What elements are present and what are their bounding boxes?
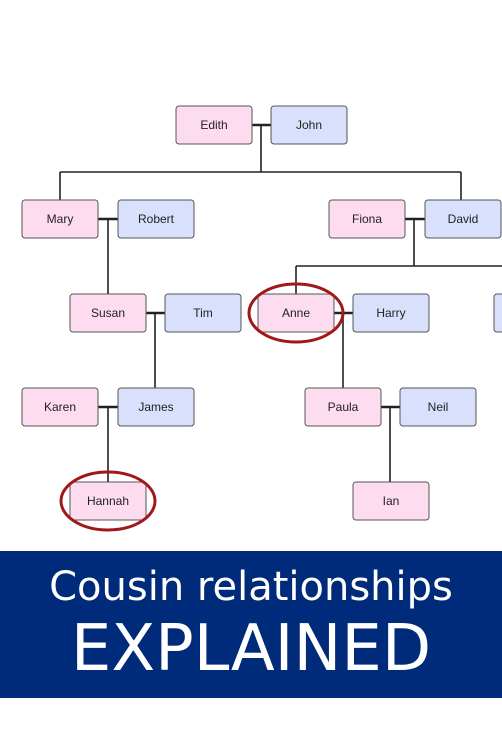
person-box-bg-mary bbox=[21, 199, 99, 239]
person-box-bg-fiona bbox=[328, 199, 406, 239]
person-name-anne: Anne bbox=[282, 306, 310, 320]
highlight-circles bbox=[59, 282, 345, 532]
person-box-bg-john bbox=[270, 105, 348, 145]
person-name-john: John bbox=[296, 118, 322, 132]
person-box-bg-susan bbox=[69, 293, 147, 333]
person-box-neil: Neil bbox=[399, 387, 477, 427]
person-box-james: James bbox=[117, 387, 195, 427]
person-box-harry: Harry bbox=[352, 293, 430, 333]
person-box-susan: Susan bbox=[69, 293, 147, 333]
person-box-bg-tim bbox=[164, 293, 242, 333]
person-name-robert: Robert bbox=[138, 212, 175, 226]
person-box-edith: Edith bbox=[175, 105, 253, 145]
person-box-ian: Ian bbox=[352, 481, 430, 521]
person-box-bg-david bbox=[424, 199, 502, 239]
person-box-bg-hannah bbox=[69, 481, 147, 521]
highlight-circle-hannah bbox=[59, 470, 157, 532]
person-box-offscreen bbox=[493, 293, 502, 333]
person-box-tim: Tim bbox=[164, 293, 242, 333]
highlight-circle-anne bbox=[247, 282, 345, 344]
person-name-susan: Susan bbox=[91, 306, 125, 320]
person-name-fiona: Fiona bbox=[352, 212, 382, 226]
person-name-edith: Edith bbox=[200, 118, 227, 132]
person-box-bg-ian bbox=[352, 481, 430, 521]
person-name-karen: Karen bbox=[44, 400, 76, 414]
person-box-anne: Anne bbox=[257, 293, 335, 333]
person-box-bg-karen bbox=[21, 387, 99, 427]
title-banner: Cousin relationships EXPLAINED bbox=[0, 551, 502, 698]
person-box-david: David bbox=[424, 199, 502, 239]
person-name-neil: Neil bbox=[428, 400, 449, 414]
person-name-paula: Paula bbox=[328, 400, 359, 414]
person-name-david: David bbox=[448, 212, 479, 226]
person-box-bg-neil bbox=[399, 387, 477, 427]
person-box-robert: Robert bbox=[117, 199, 195, 239]
person-box-mary: Mary bbox=[21, 199, 99, 239]
banner-title-line1: Cousin relationships bbox=[49, 564, 453, 610]
person-box-hannah: Hannah bbox=[69, 481, 147, 521]
person-name-james: James bbox=[138, 400, 173, 414]
banner-title-line2: EXPLAINED bbox=[70, 612, 432, 686]
person-name-ian: Ian bbox=[383, 494, 400, 508]
person-box-fiona: Fiona bbox=[328, 199, 406, 239]
person-box-bg-robert bbox=[117, 199, 195, 239]
person-name-harry: Harry bbox=[376, 306, 405, 320]
person-box-bg-harry bbox=[352, 293, 430, 333]
person-box-john: John bbox=[270, 105, 348, 145]
person-box-bg-paula bbox=[304, 387, 382, 427]
person-name-tim: Tim bbox=[193, 306, 213, 320]
person-box-bg-anne bbox=[257, 293, 335, 333]
person-name-mary: Mary bbox=[47, 212, 74, 226]
person-box-karen: Karen bbox=[21, 387, 99, 427]
person-box-bg-james bbox=[117, 387, 195, 427]
connector-lines bbox=[59, 123, 502, 482]
person-box-bg-edith bbox=[175, 105, 253, 145]
person-name-hannah: Hannah bbox=[87, 494, 129, 508]
person-box-paula: Paula bbox=[304, 387, 382, 427]
